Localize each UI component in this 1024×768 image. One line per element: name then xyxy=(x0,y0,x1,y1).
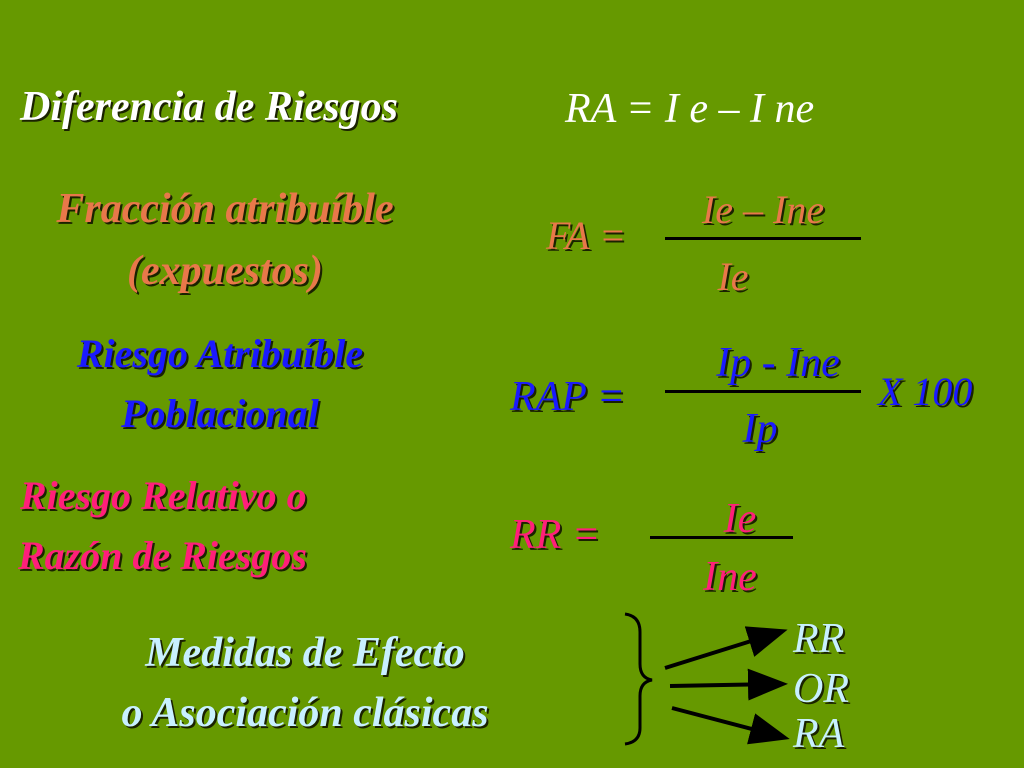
measure-ra: RA xyxy=(793,711,845,757)
fa-fraction-bar xyxy=(665,237,861,240)
measure-rr: RR xyxy=(793,616,845,662)
rap-numerator: Ip - Ine xyxy=(716,340,840,386)
rr-denominator: Ine xyxy=(703,554,757,600)
arrow-to-or-icon xyxy=(669,668,788,701)
razon-riesgos-label: Razón de Riesgos xyxy=(18,533,307,578)
rr-lhs: RR = xyxy=(510,512,601,558)
arrow-to-ra-icon xyxy=(671,706,790,745)
rap-lhs: RAP = xyxy=(510,374,626,420)
poblacional-label: Poblacional xyxy=(121,391,319,436)
fa-denominator: Ie xyxy=(717,254,749,299)
fa-numerator: Ie – Ine xyxy=(701,187,825,232)
ra-formula: RA = I e – I ne xyxy=(565,86,815,132)
riesgo-relativo-label: Riesgo Relativo o xyxy=(20,473,307,518)
diferencia-riesgos-label: Diferencia de Riesgos xyxy=(20,84,398,130)
asociacion-clasicas-label: o Asociación clásicas xyxy=(121,690,489,736)
rr-numerator: Ie xyxy=(723,496,757,542)
medidas-efecto-label: Medidas de Efecto xyxy=(145,630,465,676)
measure-or: OR xyxy=(793,666,849,712)
rap-factor: X 100 xyxy=(878,369,973,414)
rr-fraction-bar xyxy=(650,536,793,539)
curly-brace-icon xyxy=(624,612,653,746)
rap-fraction-bar xyxy=(665,390,861,393)
riesgo-atribuible-label: Riesgo Atribuíble xyxy=(76,331,364,376)
fraccion-atribuible-label: Fracción atribuíble xyxy=(56,186,394,232)
arrow-to-rr-icon xyxy=(664,626,788,670)
fa-lhs: FA = xyxy=(546,213,626,258)
rap-denominator: Ip xyxy=(742,406,778,452)
fraccion-expuestos-label: (expuestos) xyxy=(127,248,323,294)
